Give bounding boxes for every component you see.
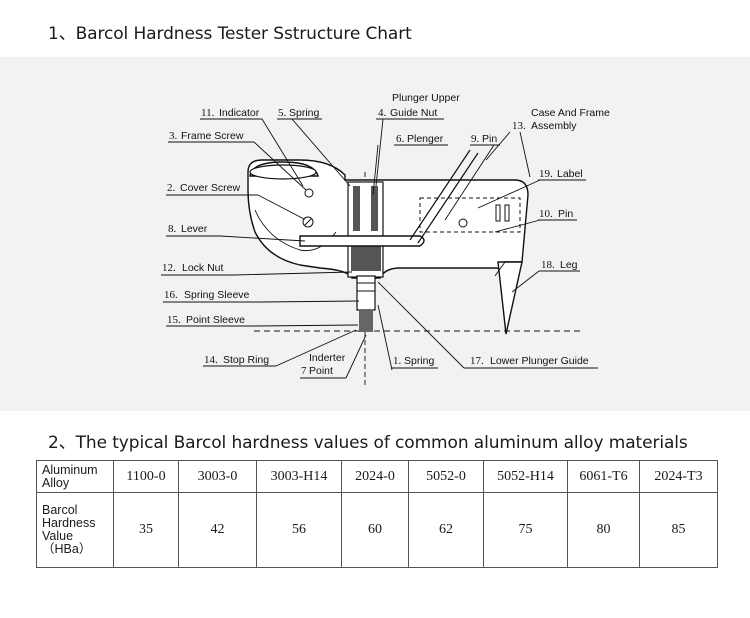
svg-text:Case And Frame: Case And Frame (531, 107, 610, 119)
hardness-value-cell: 75 (483, 492, 568, 568)
svg-text:Pin: Pin (482, 133, 497, 145)
svg-text:Lock Nut: Lock Nut (182, 262, 224, 274)
tester-structure-diagram: 11.Indicator 5.Spring Plunger Upper4.Gui… (161, 92, 610, 385)
label-lower-plunger-guide: 17. Lower Plunger Guide (470, 355, 589, 367)
label-label-19: 19. Label (539, 168, 583, 180)
alloy-cell: 5052-0 (408, 460, 484, 493)
svg-text:Leg: Leg (560, 259, 578, 271)
svg-text:Label: Label (557, 168, 583, 180)
svg-text:11.: 11. (201, 107, 215, 119)
lock-nut-shape (351, 245, 381, 271)
label-spring-sleeve: 16. Spring Sleeve (164, 289, 250, 301)
svg-text:10.: 10. (539, 208, 553, 220)
section-title-structure-chart: 1、Barcol Hardness Tester Sstructure Char… (48, 24, 412, 44)
indicator-top (249, 164, 317, 180)
svg-text:Point: Point (309, 365, 333, 377)
spring-core (360, 186, 371, 231)
label-spring-top: 5.Spring (278, 107, 320, 119)
label-pin-9: 9.Pin (471, 133, 497, 145)
hardness-value-cell: 80 (567, 492, 640, 568)
svg-text:Point Sleeve: Point Sleeve (186, 314, 245, 326)
hardness-value-cell: 42 (178, 492, 257, 568)
hardness-value-cell: 56 (256, 492, 342, 568)
svg-text:Spring Sleeve: Spring Sleeve (184, 289, 250, 301)
svg-text:Spring: Spring (289, 107, 320, 119)
alloy-cell: 1100-0 (113, 460, 179, 493)
frame-screw-shape (304, 188, 314, 198)
svg-text:Lower Plunger Guide: Lower Plunger Guide (490, 355, 589, 367)
svg-text:Spring: Spring (404, 355, 435, 367)
svg-text:19.: 19. (539, 168, 553, 180)
svg-text:Plenger: Plenger (407, 133, 444, 145)
label-point-sleeve: 15. Point Sleeve (167, 314, 245, 326)
svg-text:Indicator: Indicator (219, 107, 260, 119)
pin-9-shape (458, 218, 468, 228)
svg-text:14.: 14. (204, 354, 218, 366)
svg-text:Cover Screw: Cover Screw (180, 182, 241, 194)
svg-text:1.: 1. (393, 355, 402, 367)
hardness-value-cell: 35 (113, 492, 179, 568)
svg-text:17.: 17. (470, 355, 484, 367)
leader-lines (161, 118, 598, 379)
svg-text:18.: 18. (541, 259, 555, 271)
svg-text:Plunger Upper: Plunger Upper (392, 92, 460, 104)
hardness-value-cell: 85 (639, 492, 718, 568)
label-pin-10: 10. Pin (539, 208, 573, 220)
label-stop-ring: 14. Stop Ring (204, 354, 269, 366)
alloy-cell: 3003-0 (178, 460, 257, 493)
label-leg: 18. Leg (541, 259, 578, 271)
label-spring-bottom: 1.Spring (393, 355, 435, 367)
svg-text:13.: 13. (512, 120, 526, 132)
alloy-cell: 6061-T6 (567, 460, 640, 493)
svg-text:5.: 5. (278, 107, 287, 119)
svg-text:Assembly: Assembly (531, 120, 577, 132)
alloy-cell: 2024-T3 (639, 460, 718, 493)
point-sleeve-shape (359, 310, 373, 332)
svg-text:Inderter: Inderter (309, 352, 346, 364)
svg-text:8.: 8. (168, 223, 177, 235)
svg-text:9.: 9. (471, 133, 480, 145)
svg-text:12.: 12. (162, 262, 176, 274)
label-frame-screw: 3.Frame Screw (169, 130, 244, 142)
svg-text:4.: 4. (378, 107, 387, 119)
svg-text:2.: 2. (167, 182, 176, 194)
hardness-value-cell: 62 (408, 492, 484, 568)
tester-case-body (247, 159, 529, 279)
svg-text:7: 7 (301, 365, 307, 377)
label-case-and-frame: Case And Frame 13. Assembly (512, 107, 610, 132)
svg-text:6.: 6. (396, 133, 405, 145)
svg-text:3.: 3. (169, 130, 178, 142)
svg-text:Stop Ring: Stop Ring (223, 354, 269, 366)
section-title-hardness-values: 2、The typical Barcol hardness values of … (48, 433, 688, 453)
lower-spring (356, 275, 376, 311)
label-box (419, 197, 521, 233)
label-indicator: 11. Indicator (201, 107, 260, 119)
hardness-value-cell: 60 (341, 492, 409, 568)
leg-shape (497, 261, 523, 335)
label-plunger-upper-guide-nut: Plunger Upper 4.Guide Nut (378, 92, 460, 119)
alloy-cell: 5052-H14 (483, 460, 568, 493)
label-plenger: 6.Plenger (396, 133, 444, 145)
svg-text:16.: 16. (164, 289, 178, 301)
svg-text:Pin: Pin (558, 208, 573, 220)
svg-text:Frame Screw: Frame Screw (181, 130, 244, 142)
label-cover-screw: 2. Cover Screw (167, 182, 241, 194)
alloy-cell: 2024-0 (341, 460, 409, 493)
alloy-cell: 3003-H14 (256, 460, 342, 493)
label-lock-nut: 12. Lock Nut (162, 262, 224, 274)
svg-text:Lever: Lever (181, 223, 208, 235)
svg-text:15.: 15. (167, 314, 181, 326)
label-lever: 8. Lever (168, 223, 208, 235)
lever-shape (299, 235, 425, 247)
svg-text:Guide Nut: Guide Nut (390, 107, 437, 119)
